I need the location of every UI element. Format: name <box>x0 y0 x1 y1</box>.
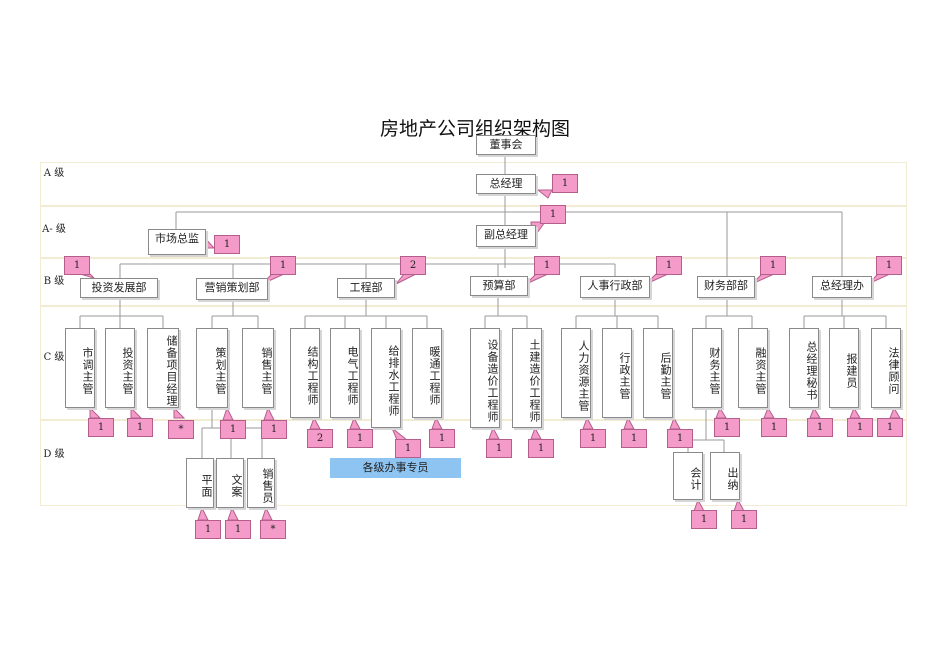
planning-supervisor-node: 策划主管 <box>196 328 228 408</box>
headcount-badge-market-research: 1 <box>88 418 114 437</box>
marketing-dept-node: 营销策划部 <box>196 278 268 300</box>
liaison-bar: 各级办事专员 <box>330 458 461 478</box>
headcount-badge-invest-dept: 1 <box>64 256 90 275</box>
hvac-eng-node: 暖通工程师 <box>412 328 442 418</box>
headcount-badge-financing-supervisor: 1 <box>761 418 787 437</box>
level-label-c: C 级 <box>43 352 65 363</box>
civil-cost-eng-node: 土建造价工程师 <box>512 328 542 428</box>
level-label-b: B 级 <box>43 276 65 287</box>
gm-office-node: 总经理办 <box>812 276 872 298</box>
headcount-badge-cashier: 1 <box>731 510 757 529</box>
filing-clerk-node: 报建员 <box>829 328 859 408</box>
structural-eng-node: 结构工程师 <box>290 328 320 418</box>
band-a-minus <box>40 206 907 258</box>
cashier-node: 出纳 <box>710 452 740 500</box>
headcount-badge-reserve-pm: * <box>168 420 194 439</box>
headcount-badge-civil-cost-eng: 1 <box>528 439 554 458</box>
headcount-badge-gm-office: 1 <box>876 256 902 275</box>
headcount-badge-gm-secretary: 1 <box>807 418 833 437</box>
level-label-a: A 级 <box>43 168 65 179</box>
level-label-a-minus: A- 级 <box>42 224 66 235</box>
band-b <box>40 258 907 306</box>
headcount-badge-hr-supervisor: 1 <box>580 429 606 448</box>
headcount-badge-copywriting: 1 <box>225 520 251 539</box>
graphic-node: 平面 <box>186 458 214 508</box>
headcount-badge-marketing-dept: 1 <box>270 256 296 275</box>
logistics-supervisor-node: 后勤主管 <box>643 328 673 418</box>
headcount-badge-sales-rep: * <box>260 520 286 539</box>
board-node: 董事会 <box>476 135 536 155</box>
admin-supervisor-node: 行政主管 <box>602 328 632 418</box>
legal-advisor-node: 法律顾问 <box>871 328 901 408</box>
headcount-badge-finance-supervisor: 1 <box>714 418 740 437</box>
headcount-badge-sales-supervisor: 1 <box>261 420 287 439</box>
electrical-eng-node: 电气工程师 <box>330 328 360 418</box>
invest-dept-node: 投资发展部 <box>80 278 158 298</box>
sales-supervisor-node: 销售主管 <box>242 328 274 408</box>
financing-supervisor-node: 融资主管 <box>738 328 768 408</box>
headcount-badge-logistics-supervisor: 1 <box>667 429 693 448</box>
finance-dept-node: 财务部部 <box>697 276 755 298</box>
headcount-badge-hr-admin-dept: 1 <box>656 256 682 275</box>
headcount-badge-finance-dept: 1 <box>760 256 786 275</box>
headcount-badge-electrical-eng: 1 <box>347 429 373 448</box>
budget-dept-node: 预算部 <box>470 276 528 296</box>
band-a <box>40 162 907 206</box>
headcount-badge-structural-eng: 2 <box>307 429 333 448</box>
headcount-badge-admin-supervisor: 1 <box>621 429 647 448</box>
headcount-badge-engineering-dept: 2 <box>400 256 426 275</box>
accountant-node: 会计 <box>673 452 703 500</box>
plumbing-eng-node: 给排水工程师 <box>371 328 401 428</box>
headcount-badge-invest-supervisor: 1 <box>127 418 153 437</box>
headcount-badge-equipment-cost-eng: 1 <box>486 439 512 458</box>
headcount-badge-deputy-gm: 1 <box>540 205 566 224</box>
headcount-badge-legal-advisor: 1 <box>877 418 903 437</box>
headcount-badge-budget-dept: 1 <box>534 256 560 275</box>
hr-supervisor-node: 人力资源主管 <box>561 328 591 418</box>
copywriting-node: 文案 <box>216 458 244 508</box>
headcount-badge-plumbing-eng: 1 <box>395 439 421 458</box>
engineering-dept-node: 工程部 <box>337 278 395 298</box>
reserve-pm-node: 储备项目经理 <box>147 328 179 408</box>
sales-rep-node: 销售员 <box>247 458 275 508</box>
headcount-badge-filing-clerk: 1 <box>847 418 873 437</box>
market-director-node: 市场总监 <box>148 229 206 255</box>
headcount-badge-market-director: 1 <box>214 235 240 254</box>
market-research-node: 市调主管 <box>65 328 95 408</box>
chart-title: 房地产公司组织架构图 <box>379 118 570 140</box>
deputy-gm-node: 副总经理 <box>476 225 536 247</box>
finance-supervisor-node: 财务主管 <box>692 328 722 408</box>
equipment-cost-eng-node: 设备造价工程师 <box>470 328 500 428</box>
invest-supervisor-node: 投资主管 <box>105 328 135 408</box>
headcount-badge-accountant: 1 <box>691 510 717 529</box>
headcount-badge-hvac-eng: 1 <box>429 429 455 448</box>
headcount-badge-planning-supervisor: 1 <box>220 420 246 439</box>
gm-node: 总经理 <box>476 174 536 194</box>
hr-admin-dept-node: 人事行政部 <box>580 276 650 298</box>
gm-secretary-node: 总经理秘书 <box>789 328 819 408</box>
headcount-badge-graphic: 1 <box>195 520 221 539</box>
level-label-d: D 级 <box>43 449 65 460</box>
headcount-badge-gm: 1 <box>552 174 578 193</box>
